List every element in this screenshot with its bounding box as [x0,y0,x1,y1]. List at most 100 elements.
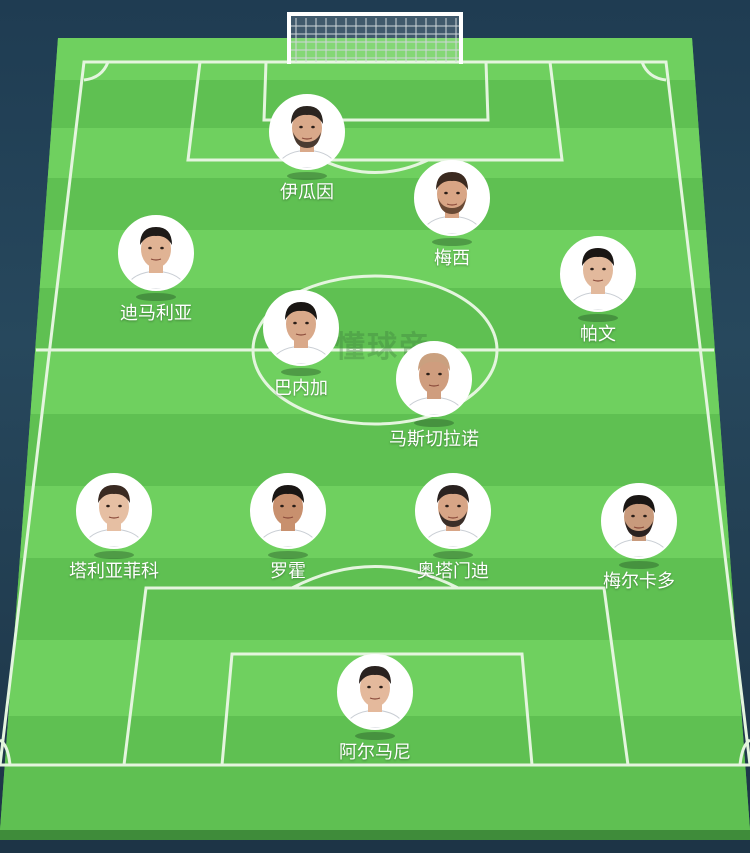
eye-shape [160,246,164,250]
avatar-shadow [414,419,454,427]
shirt-shape [276,149,338,168]
player-avatar [269,94,345,170]
mouth-shape [282,516,294,519]
player-name: 塔利亚菲科 [69,561,159,582]
player-card[interactable]: 塔利亚菲科 [39,473,189,603]
hair-shape [285,302,317,320]
hair-shape [98,485,130,503]
player-name: 阿尔马尼 [339,742,411,763]
mouth-shape [295,333,307,336]
shirt-shape [403,396,465,415]
face-shape [99,488,129,526]
eye-shape [456,191,460,195]
face-shape [419,356,449,394]
hair-shape [418,353,450,371]
eye-shape [445,504,449,508]
shirt-shape [83,528,145,547]
mouth-shape [633,526,645,529]
avatar-shadow [433,551,473,559]
hair-shape [359,666,391,684]
shirt-shape [257,528,319,547]
face-shape [583,251,613,289]
hair-shape [582,248,614,266]
player-avatar [263,290,339,366]
player-avatar [396,341,472,417]
player-card[interactable]: 帕文 [523,236,673,366]
face-shape [292,109,322,147]
eye-shape [118,504,122,508]
mouth-shape [369,697,381,700]
avatar-shadow [281,368,321,376]
player-avatar [337,654,413,730]
player-name: 罗霍 [270,561,306,582]
beard-shape [293,132,321,148]
avatar-shadow [578,314,618,322]
eye-shape [602,267,606,271]
eye-shape [631,514,635,518]
mouth-shape [301,137,313,140]
avatar-shadow [432,238,472,246]
hair-shape [272,485,304,503]
player-card[interactable]: 梅尔卡多 [564,483,714,613]
avatar-shadow [287,172,327,180]
player-avatar [560,236,636,312]
hair-shape [291,106,323,124]
eye-shape [379,685,383,689]
player-card[interactable]: 罗霍 [213,473,363,603]
beard-shape [438,198,466,214]
player-card[interactable]: 迪马利亚 [81,215,231,345]
player-avatar [601,483,677,559]
eye-shape [311,125,315,129]
player-name: 梅西 [434,248,470,269]
eye-shape [292,504,296,508]
eye-shape [444,191,448,195]
shirt-shape [422,528,484,547]
player-avatar [414,160,490,236]
eye-shape [148,246,152,250]
player-card[interactable]: 梅西 [377,160,527,290]
player-name: 奥塔门迪 [417,561,489,582]
player-card[interactable]: 伊瓜因 [232,94,382,224]
player-name: 马斯切拉诺 [389,429,479,450]
player-name: 梅尔卡多 [603,571,675,592]
avatar-shadow [94,551,134,559]
beard-shape [439,511,467,527]
player-avatar [415,473,491,549]
mouth-shape [446,203,458,206]
eye-shape [643,514,647,518]
face-shape [624,498,654,536]
shirt-shape [608,538,670,557]
eye-shape [106,504,110,508]
shirt-shape [344,709,406,728]
face-shape [437,175,467,213]
mouth-shape [108,516,120,519]
avatar-shadow [355,732,395,740]
shirt-shape [567,291,629,310]
eye-shape [305,321,309,325]
player-card[interactable]: 巴内加 [226,290,376,420]
eye-shape [367,685,371,689]
goal-net [287,12,463,64]
player-name: 巴内加 [274,378,328,399]
eye-shape [438,372,442,376]
player-card[interactable]: 奥塔门迪 [378,473,528,603]
face-shape [438,488,468,526]
avatar-shadow [619,561,659,569]
face-shape [273,488,303,526]
eye-shape [590,267,594,271]
eye-shape [293,321,297,325]
player-card[interactable]: 阿尔马尼 [300,654,450,784]
player-card[interactable]: 马斯切拉诺 [359,341,509,471]
face-shape [141,230,171,268]
eye-shape [426,372,430,376]
shirt-shape [270,345,332,364]
shirt-shape [421,215,483,234]
eye-shape [280,504,284,508]
hair-shape [436,172,468,190]
avatar-shadow [268,551,308,559]
hair-shape [140,227,172,245]
avatar-shadow [136,293,176,301]
player-name: 伊瓜因 [280,182,334,203]
mouth-shape [447,516,459,519]
hair-shape [437,485,469,503]
